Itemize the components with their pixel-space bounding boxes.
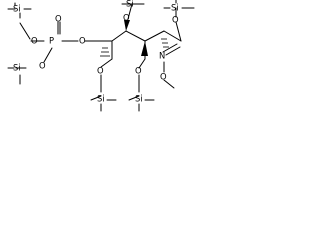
si-label-left: Si (13, 63, 21, 73)
o-label-1: O (31, 36, 38, 46)
o-label-2: O (55, 14, 62, 24)
si-label-top-left: Si (13, 4, 21, 14)
o-label-9: O (135, 66, 142, 76)
si-label-bottom-left: Si (97, 94, 105, 104)
o-label-5: O (172, 15, 179, 25)
atom-labels: Si O P O O Si O O Si N O O Si O O Si Si (13, 0, 179, 104)
o-label-8: O (97, 66, 104, 76)
si-label-top-right: Si (171, 3, 179, 13)
si-label-center: Si (126, 0, 134, 9)
chemical-structure-diagram: Si O P O O Si O O Si N O O Si O O Si Si (7, 0, 195, 112)
stereo-bonds (100, 20, 169, 57)
o-label-6: O (160, 72, 167, 82)
o-label-3: O (79, 36, 86, 46)
n-label: N (159, 51, 165, 61)
o-label-7: O (123, 13, 130, 23)
p-label: P (49, 36, 54, 46)
si-label-bottom-center: Si (135, 94, 143, 104)
o-label-4: O (39, 61, 46, 71)
